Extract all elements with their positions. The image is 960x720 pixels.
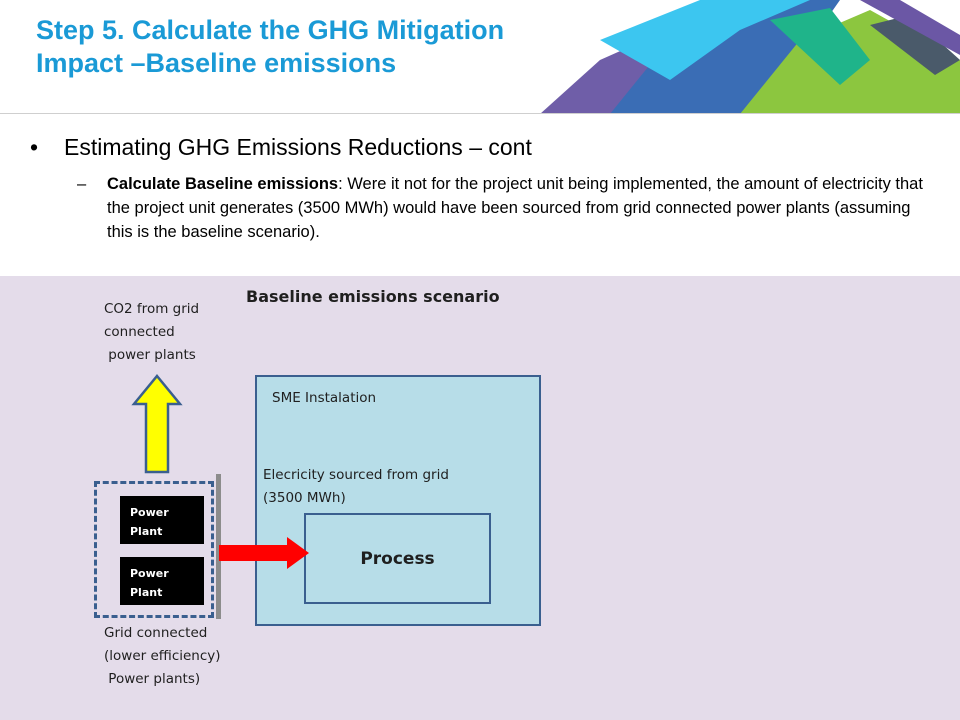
grid-bar xyxy=(216,474,221,619)
co2-up-arrow xyxy=(131,374,183,474)
scenario-title: Baseline emissions scenario xyxy=(246,287,500,306)
electricity-right-arrow xyxy=(219,537,309,569)
deco-teal-band xyxy=(770,8,870,85)
deco-dark-band xyxy=(870,15,960,75)
power-plant-1: Power Plant xyxy=(120,496,204,544)
co2-label: CO2 from grid connected power plants xyxy=(104,301,200,363)
sub-bullet-dash: – xyxy=(77,175,87,193)
grid-label: Grid connected (lower efficiency) Power … xyxy=(104,625,221,687)
deco-cyan-band xyxy=(600,0,810,80)
sme-label: SME Instalation xyxy=(272,390,377,406)
slide-title: Step 5. Calculate the GHG Mitigation Imp… xyxy=(36,14,606,80)
power-plant-2-label: Power Plant xyxy=(130,567,169,599)
process-box: Process xyxy=(304,513,491,604)
electricity-label: Elecricity sourced from grid (3500 MWh) xyxy=(263,467,449,506)
title-line-2: Impact –Baseline emissions xyxy=(36,48,397,78)
sub-bullet-text: Calculate Baseline emissions: Were it no… xyxy=(107,172,937,244)
process-label: Process xyxy=(360,548,435,569)
main-bullet-text: Estimating GHG Emissions Reductions – co… xyxy=(64,134,532,160)
deco-violet-band xyxy=(860,0,960,55)
main-bullet: • Estimating GHG Emissions Reductions – c… xyxy=(30,133,532,161)
title-line-1: Step 5. Calculate the GHG Mitigation xyxy=(36,15,505,45)
grid-plants-group xyxy=(94,481,214,618)
sub-bullet-body: : Were it not for the project unit being… xyxy=(107,175,923,241)
header-decoration xyxy=(540,0,960,114)
header-divider xyxy=(0,113,960,114)
power-plant-1-label: Power Plant xyxy=(130,506,169,538)
slide-header: Step 5. Calculate the GHG Mitigation Imp… xyxy=(0,0,960,114)
bullet-dot: • xyxy=(30,134,39,160)
power-plant-2: Power Plant xyxy=(120,557,204,605)
sub-bullet-bold: Calculate Baseline emissions xyxy=(107,175,339,193)
